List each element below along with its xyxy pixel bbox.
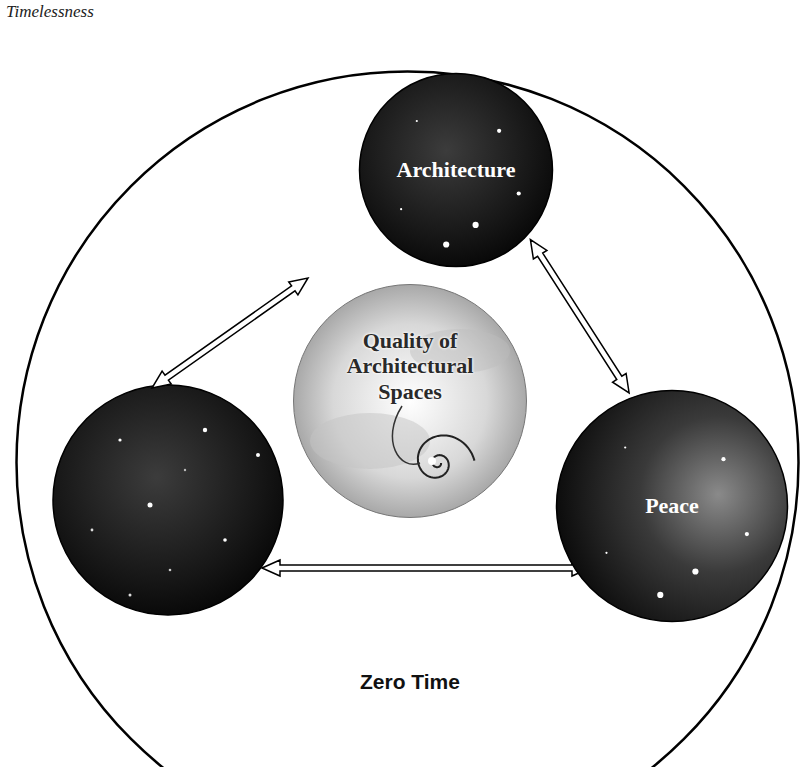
star <box>497 129 501 133</box>
double-arrow <box>152 278 308 388</box>
star <box>129 594 132 597</box>
star <box>169 569 172 572</box>
star <box>605 552 607 554</box>
double-arrow <box>530 240 629 393</box>
star <box>443 241 449 247</box>
star <box>256 453 260 457</box>
circle-fill <box>557 391 788 622</box>
star <box>91 529 94 532</box>
dark-circle: Architecture <box>358 72 554 268</box>
page-heading: Timelessness <box>6 2 94 22</box>
circle-label: Architecture <box>397 157 516 182</box>
region-label: Zero Time <box>360 670 460 694</box>
star <box>657 592 663 598</box>
star <box>692 568 698 574</box>
double-arrow <box>262 560 590 576</box>
star <box>400 208 402 210</box>
star <box>118 438 121 441</box>
star <box>148 503 153 508</box>
circle-fill <box>294 285 527 518</box>
star <box>745 532 749 536</box>
outer-circle: Zero Time ArchitectureQuality of Architec… <box>15 70 800 767</box>
dark-circle: Peace <box>555 389 789 623</box>
star <box>473 222 479 228</box>
star <box>624 446 626 448</box>
star <box>517 191 521 195</box>
circle-label: Quality of Architectural Spaces <box>330 328 490 404</box>
star-circle <box>53 385 283 615</box>
star <box>223 538 227 542</box>
swirl-line <box>392 406 420 464</box>
outer-ring <box>17 72 799 767</box>
cloud <box>310 413 430 469</box>
circle-label: Peace <box>645 493 699 518</box>
dark-circle <box>53 385 283 615</box>
star <box>184 469 186 471</box>
center-circle: Quality of Architectural Spaces <box>292 283 528 519</box>
star <box>721 457 725 461</box>
star <box>416 120 418 122</box>
circle-fill <box>360 74 553 267</box>
nautilus-spiral <box>418 435 475 477</box>
star <box>203 428 207 432</box>
glow <box>428 457 436 465</box>
